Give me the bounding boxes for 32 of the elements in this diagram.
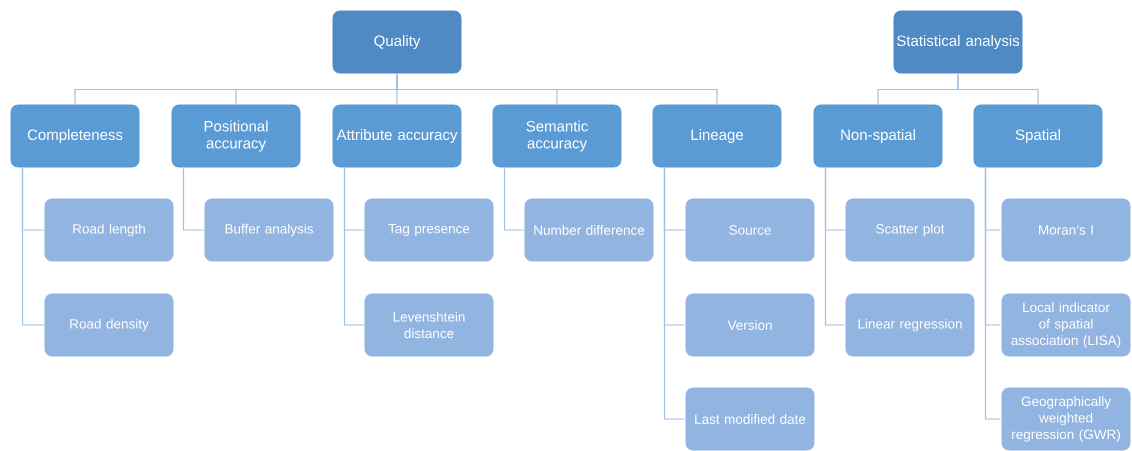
connector-line (957, 73, 1039, 105)
category-box: Semantic accuracy (491, 103, 623, 169)
method-box: Geographically weighted regression (GWR) (1000, 386, 1132, 451)
connector-line (503, 167, 525, 231)
category-box: Positional accuracy (170, 103, 302, 169)
category-box: Lineage (651, 103, 783, 169)
root-box: Quality (331, 9, 463, 75)
connector-line (21, 167, 45, 326)
connector-line (984, 167, 1002, 420)
root-box: Statistical analysis (892, 9, 1024, 75)
category-box: Spatial (972, 103, 1104, 169)
method-box: Number difference (523, 197, 655, 263)
method-box: Moran’s I (1000, 197, 1132, 263)
method-box: Road length (43, 197, 175, 263)
method-box: Source (684, 197, 816, 263)
category-box: Attribute accuracy (331, 103, 463, 169)
connector-line (663, 167, 686, 420)
method-box: Linear regression (844, 292, 976, 358)
connector-line (824, 167, 846, 326)
method-box: Version (684, 292, 816, 358)
method-box: Tag presence (363, 197, 495, 263)
method-box: Levenshtein distance (363, 292, 495, 358)
method-box: Road density (43, 292, 175, 358)
method-box: Local indicator of spatial association (LISA) (1000, 292, 1132, 358)
connector-line (396, 73, 718, 105)
category-box: Non-spatial (812, 103, 944, 169)
connector-line (182, 167, 205, 231)
category-box: Completeness (9, 103, 141, 169)
method-box: Scatter plot (844, 197, 976, 263)
connector-line (343, 167, 365, 326)
method-box: Buffer analysis (203, 197, 335, 263)
method-box: Last modified date (684, 386, 816, 451)
